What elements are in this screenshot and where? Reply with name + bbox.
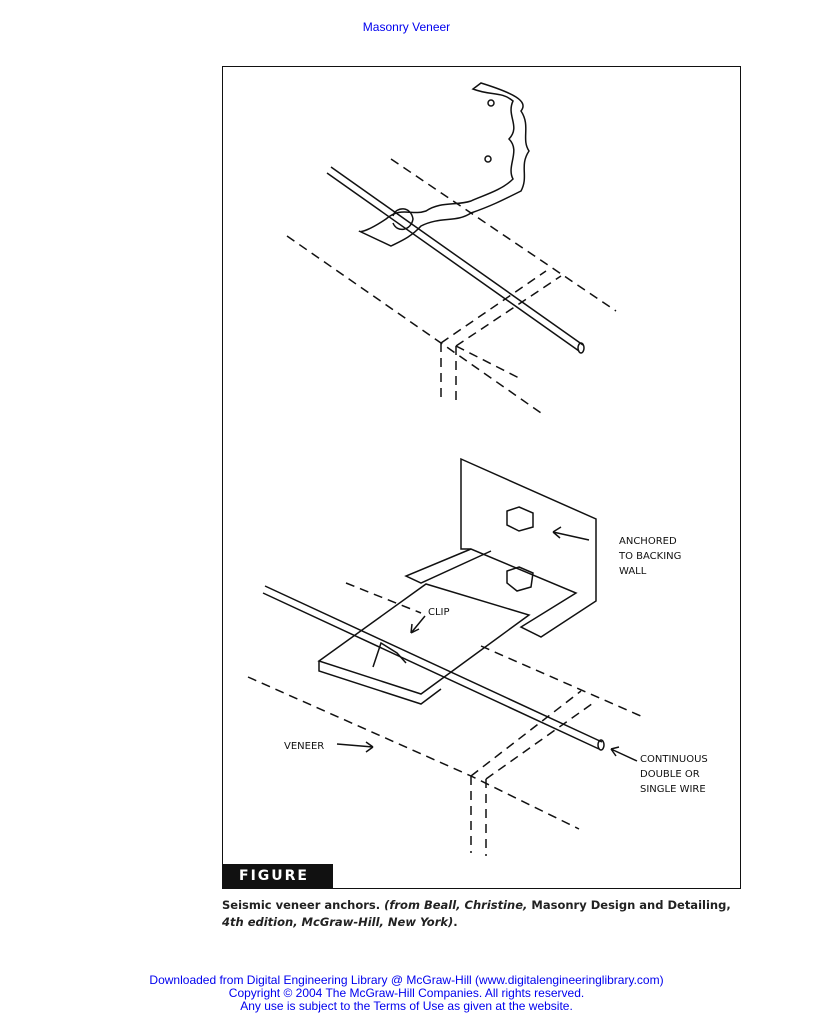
footer: Downloaded from Digital Engineering Libr… — [0, 974, 813, 1013]
callout-line: ANCHORED — [619, 536, 677, 547]
callout-line: WALL — [619, 566, 647, 577]
callout-line: DOUBLE OR — [640, 769, 700, 780]
callout-line: TO BACKING — [619, 551, 682, 562]
footer-download-link[interactable]: Downloaded from Digital Engineering Libr… — [149, 973, 664, 987]
figure-frame: ANCHORED TO BACKING WALL CLIP VENEER CON… — [222, 66, 741, 908]
footer-terms: Any use is subject to the Terms of Use a… — [240, 999, 573, 1013]
caption-edition: 4th edition, McGraw-Hill, New York) — [222, 915, 454, 929]
caption-title: Seismic veneer anchors. — [222, 898, 385, 912]
callout-clip: CLIP — [428, 607, 450, 618]
figure-caption: Seismic veneer anchors. (from Beall, Chr… — [222, 897, 742, 931]
caption-book-title: Masonry Design and Detailing, — [531, 898, 731, 912]
callout-line: SINGLE WIRE — [640, 784, 706, 795]
callout-wire: CONTINUOUS DOUBLE OR SINGLE WIRE — [640, 752, 708, 797]
callout-veneer: VENEER — [284, 741, 325, 752]
callout-line: CONTINUOUS — [640, 754, 708, 765]
caption-end: . — [453, 915, 458, 929]
footer-copyright: Copyright © 2004 The McGraw-Hill Compani… — [228, 986, 585, 1000]
figure-label: FIGURE 7-6 — [223, 864, 333, 908]
caption-source: (from Beall, Christine, — [384, 898, 532, 912]
page-header: Masonry Veneer — [362, 20, 451, 34]
callout-anchored: ANCHORED TO BACKING WALL — [619, 534, 681, 579]
seismic-anchor-drawing — [247, 82, 644, 856]
